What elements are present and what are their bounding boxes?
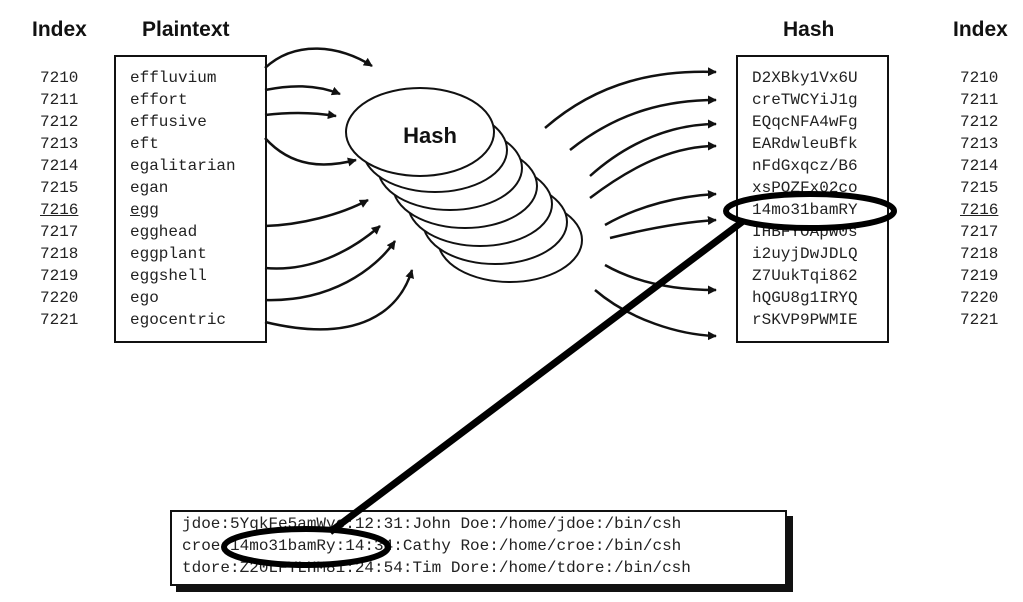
index-right-header: Index <box>953 18 1008 41</box>
index-right-column: 7210 7211 7212 7213 7214 7215 7216 7217 … <box>960 67 998 331</box>
hash-entry: Z7UukTqi862 <box>752 267 858 285</box>
hash-entry: rSKVP9PWMIE <box>752 311 858 329</box>
index-right-entry: 7214 <box>960 157 999 175</box>
hash-entry-highlighted: 14mo31bamRY <box>752 201 858 219</box>
input-arrow <box>264 269 414 331</box>
plaintext-entry: egocentric <box>130 311 227 329</box>
hash-entry: EARdwleuBfk <box>752 135 858 153</box>
index-left-entry: 7211 <box>40 91 79 109</box>
hash-column: D2XBky1Vx6U creTWCYiJ1g EQqcNFA4wFg EARd… <box>752 67 858 331</box>
index-right-entry: 7220 <box>960 289 999 307</box>
plaintext-entry-highlighted: egg <box>130 201 159 219</box>
index-right-entry: 7217 <box>960 223 999 241</box>
plaintext-column: effluvium effort effusive eft egalitaria… <box>130 67 236 331</box>
match-connector-line <box>327 219 745 535</box>
index-right-entry-highlighted: 7216 <box>960 201 999 219</box>
output-arrow <box>569 95 717 151</box>
input-arrow <box>264 110 337 120</box>
plaintext-entry: egan <box>130 179 169 197</box>
hash-entry: i2uyjDwJDLQ <box>752 245 858 263</box>
index-right-entry: 7215 <box>960 179 999 197</box>
plaintext-entry: eggplant <box>130 245 207 263</box>
input-arrow <box>264 198 369 228</box>
plaintext-entry: egalitarian <box>130 157 236 175</box>
hash-ellipse <box>345 87 495 177</box>
hash-box <box>736 55 889 343</box>
output-arrow <box>594 289 717 341</box>
password-file-box <box>170 510 787 586</box>
output-arrows <box>544 67 717 341</box>
index-left-entry: 7214 <box>40 157 79 175</box>
output-arrow <box>589 119 717 177</box>
hash-function-label: Hash <box>403 123 457 148</box>
index-left-column: 7210 7211 7212 7213 7214 7215 7216 7217 … <box>40 67 78 331</box>
plaintext-entry: effusive <box>130 113 207 131</box>
index-left-header: Index <box>32 18 87 41</box>
index-left-entry: 7218 <box>40 245 79 263</box>
index-left-entry: 7217 <box>40 223 79 241</box>
hash-entry: nFdGxqcz/B6 <box>752 157 858 175</box>
hash-highlight-oval <box>723 191 897 231</box>
plaintext-header: Plaintext <box>142 18 230 41</box>
plaintext-box <box>114 55 267 343</box>
password-file-line: jdoe:5YqkFe5amWyc:12:31:John Doe:/home/j… <box>182 515 682 533</box>
index-left-entry: 7210 <box>40 69 79 87</box>
index-left-entry: 7221 <box>40 311 79 329</box>
index-right-entry: 7212 <box>960 113 999 131</box>
index-left-entry-highlighted: 7216 <box>40 201 79 219</box>
hash-entry: D2XBky1Vx6U <box>752 69 858 87</box>
index-right-entry: 7213 <box>960 135 999 153</box>
password-file-line: tdore:Z20LFYLHM81:24:54:Tim Dore:/home/t… <box>182 559 691 577</box>
hash-entry: EQqcNFA4wFg <box>752 113 858 131</box>
input-arrow <box>264 240 397 302</box>
input-arrow <box>264 47 373 69</box>
hash-header: Hash <box>783 18 835 41</box>
password-highlight-oval <box>221 526 391 568</box>
index-right-entry: 7221 <box>960 311 999 329</box>
output-arrow <box>589 141 717 199</box>
plaintext-entry: ego <box>130 289 159 307</box>
plaintext-entry: eggshell <box>130 267 207 285</box>
hash-entry: creTWCYiJ1g <box>752 91 858 109</box>
output-arrow <box>544 67 717 129</box>
index-right-entry: 7218 <box>960 245 999 263</box>
index-right-entry: 7219 <box>960 267 999 285</box>
hash-function-stack <box>345 87 583 283</box>
index-left-entry: 7212 <box>40 113 79 131</box>
plaintext-entry: eft <box>130 135 159 153</box>
hash-entry: hQGU8g1IRYQ <box>752 289 858 307</box>
index-left-entry: 7215 <box>40 179 79 197</box>
output-arrow <box>609 216 717 240</box>
index-right-entry: 7210 <box>960 69 999 87</box>
input-arrow <box>264 137 357 167</box>
plaintext-entry: egghead <box>130 223 198 241</box>
plaintext-entry: effluvium <box>130 69 217 87</box>
plaintext-entry: effort <box>130 91 188 109</box>
index-left-entry: 7213 <box>40 135 79 153</box>
index-left-entry: 7219 <box>40 267 79 285</box>
input-arrow <box>264 225 381 270</box>
output-arrow <box>604 189 717 227</box>
input-arrows <box>264 47 414 331</box>
index-left-entry: 7220 <box>40 289 79 307</box>
input-arrow <box>264 85 341 96</box>
index-right-entry: 7211 <box>960 91 999 109</box>
